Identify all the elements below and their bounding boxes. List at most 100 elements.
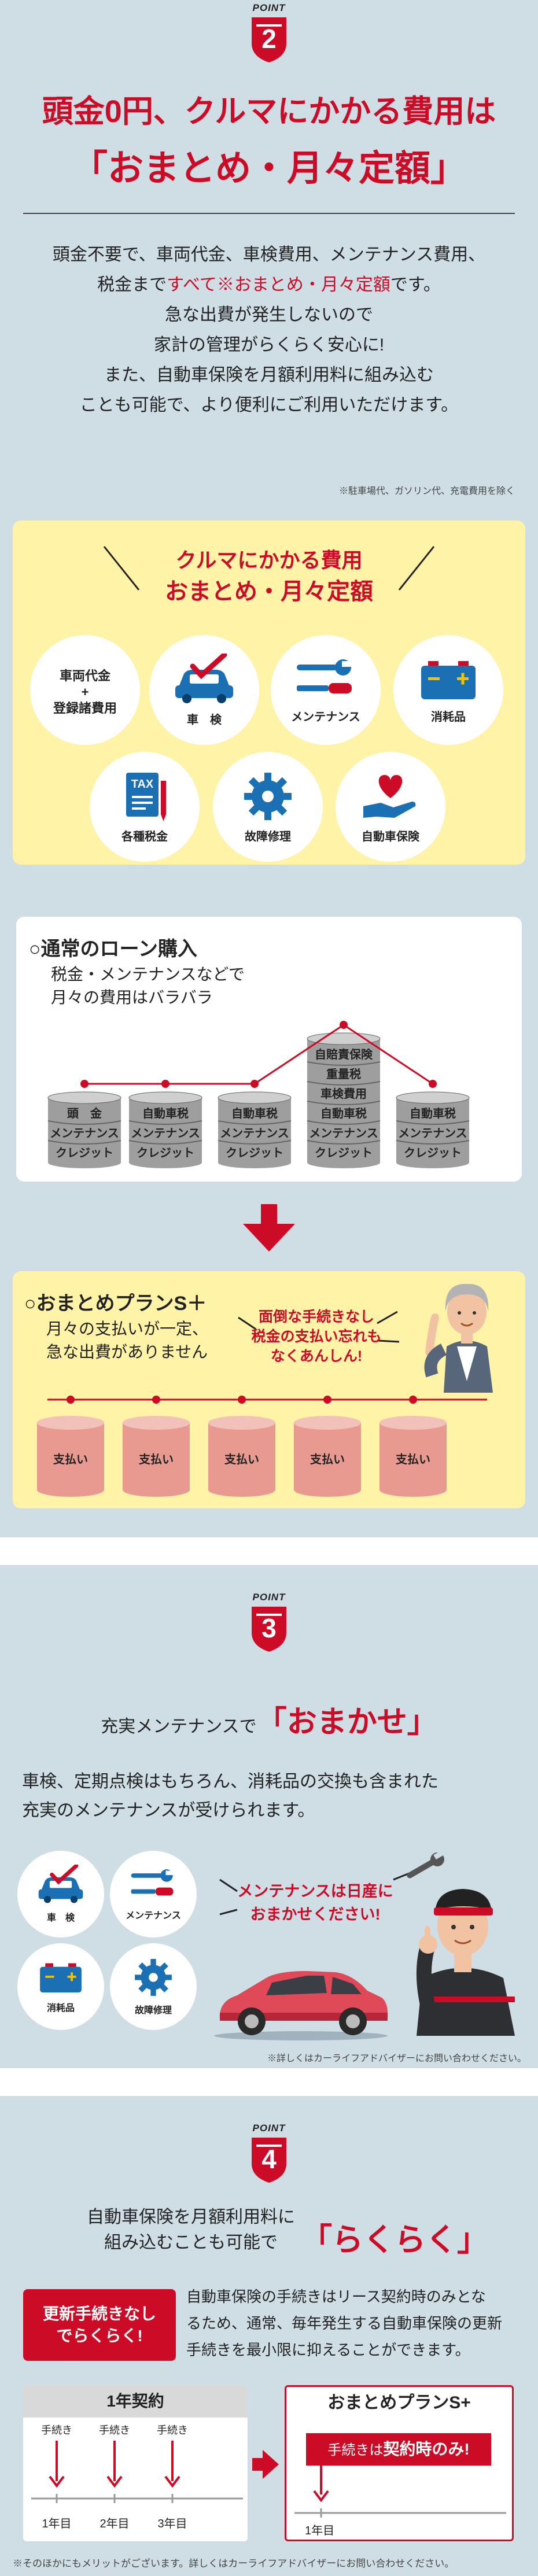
payment-cylinder: 支払い [123,1416,190,1497]
item-label: 消耗品 [46,2003,75,2013]
stack-label: 自動車税 [410,1106,456,1120]
point-word: POINT [252,1592,286,1603]
p3-item-repair: 故障修理 [110,1943,197,2030]
plan-timeline-title: おまとめプランS+ [327,2393,471,2412]
year-label: 1年目 [42,2517,71,2530]
procedure-arrow-head [164,2475,180,2488]
payment-label: 支払い [310,1452,345,1466]
no-renewal-badge: 更新手続きなし でらくらく! [23,2289,176,2361]
payment-label: 支払い [224,1452,259,1466]
stack-label: クレジット [137,1146,194,1160]
point2-badge: POINT 2 [246,2,292,66]
stack-label: 自動車税 [320,1106,367,1120]
loan-sub: 税金・メンテナンスなどで 月々の費用はバラバラ [51,963,245,1009]
bubble-line: 面倒な手続きなし [258,1309,374,1325]
divider-line [23,213,515,214]
mechanic-illustration [407,1851,515,2036]
body-highlight: すべて※おまとめ・月々定額 [167,275,390,294]
stack-label: メンテナンス [398,1127,467,1140]
item-label: 消耗品 [431,710,466,724]
procedure-label: 手続き [99,2424,130,2436]
title-text: 充実メンテナンスで [101,1717,257,1736]
loan-sub-line: 税金・メンテナンスなどで [51,965,245,983]
title-highlight: 「おまかせ」 [256,1706,437,1739]
one-year-contract-title: 1年契約 [23,2385,248,2418]
item-label: 各種税金 [121,830,168,843]
item-label: 故障修理 [245,830,291,843]
payment-cylinder: 支払い [294,1416,361,1497]
payment-label: 支払い [396,1452,430,1466]
stack-label: 自動車税 [142,1106,189,1120]
body-line: 手続きを最小限に抑えることができます。 [186,2341,470,2359]
procedure-arrow-head [106,2475,123,2488]
loan-card: ○通常のローン購入 税金・メンテナンスなどで 月々の費用はバラバラ 頭 金メンテ… [16,917,522,1182]
advisor-woman-illustration [424,1283,493,1393]
item-consumables: 消耗品 [393,635,503,745]
loan-stacks-chart: 頭 金メンテナンスクレジット自動車税メンテナンスクレジット自動車税メンテナンスク… [47,1021,470,1168]
plan-sub-line: 月々の支払いが一定、 [46,1320,209,1338]
payment-label: 支払い [53,1452,88,1466]
point3-body: 車検、定期点検はもちろん、消耗品の交換も含まれた 充実のメンテナンスが受けられま… [22,1767,438,1825]
stack-label: 自動車税 [231,1106,278,1120]
item-inspection: 車 検 [149,635,259,745]
payment-point [409,1396,417,1404]
point-shield-icon [252,1607,286,1652]
payment-point [323,1396,331,1404]
card-title-1: クルマにかかる費用 [175,548,363,572]
cost-trend-point [161,1080,169,1088]
point-word: POINT [252,2123,286,2134]
bubble-line: メンテナンスは日産に [237,1883,393,1900]
plan-timeline [294,2466,506,2518]
item-label: 車 検 [46,1913,75,1923]
body-text: です。 [390,275,441,294]
stack-label: 自賠責保険 [315,1047,373,1061]
body-line: また、自動車保険を月額利用料に組み込む [104,366,434,385]
payment-point [152,1396,160,1404]
wrench-screwdriver-icon [297,659,352,693]
procedure-arrow-head [49,2475,65,2488]
point4-body: 自動車保険の手続きはリース契約時のみとな るため、通常、毎年発生する自動車保険の… [186,2283,502,2363]
payment-label: 支払い [139,1452,174,1466]
stack-label: クレジット [315,1146,373,1160]
title-line: 自動車保険を月額利用料に [87,2208,295,2227]
plan-title: ○おまとめプランS＋ [24,1293,207,1315]
banner-text: 手続きは [327,2442,384,2458]
point4-badge: POINT 4 [246,2123,292,2186]
bubble-lines [238,1311,400,1343]
stack-label: メンテナンス [131,1127,200,1140]
payment-point [238,1396,246,1404]
point3-badge: POINT 3 [246,1592,292,1655]
p3-item-maintenance: メンテナンス [110,1851,197,1937]
item-maintenance: メンテナンス [271,635,381,745]
stack-label: メンテナンス [50,1127,119,1140]
gear-icon [244,772,292,820]
battery-icon [421,660,476,699]
point2-title-line2: 「おまとめ・月々定額」 [71,149,466,189]
cost-trend-point [80,1080,89,1088]
point4-title-highlight: 「らくらく」 [301,2223,488,2257]
loan-sub-line: 月々の費用はバラバラ [51,988,213,1006]
wrench-screwdriver-icon [131,1869,174,1896]
plan-year-label: 1年目 [305,2525,335,2537]
title-highlight: 頭金0円 [42,94,153,129]
plan-banner: 手続きは契約時のみ! [306,2433,491,2466]
item-label: 車 検 [187,713,222,726]
title-line: 組み込むことも可能で [104,2233,278,2252]
plan-card: ○おまとめプランS＋ 月々の支払いが一定、 急な出費がありません 面倒な手続きな… [13,1271,525,1508]
badge-line: 更新手続きなし [42,2305,156,2323]
point2-note: ※駐車場代、ガソリン代、充電費用を除く [338,486,515,496]
down-arrow-icon [243,1204,295,1252]
bubble-line: おまかせください! [250,1906,381,1923]
p3-item-consumables: 消耗品 [17,1943,104,2030]
stack-label: 車検費用 [320,1087,367,1101]
year-label: 3年目 [157,2517,187,2530]
gear-icon [135,1959,172,1996]
battery-icon [40,1963,82,1992]
stack-label: クレジット [404,1146,462,1160]
point-number: 3 [261,1613,277,1643]
plan-bubble: 面倒な手続きなし 税金の支払い忘れも なくあんしん! [244,1307,389,1366]
bubble-line: なくあんしん! [270,1348,363,1364]
